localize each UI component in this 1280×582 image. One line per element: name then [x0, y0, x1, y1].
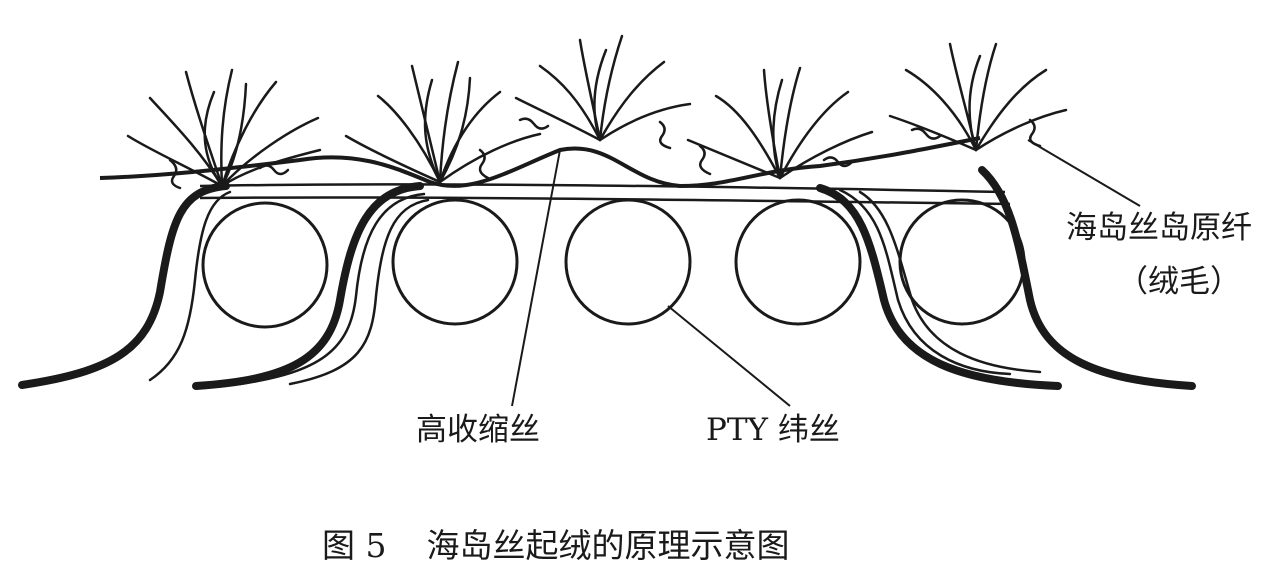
- tuft-5: [888, 42, 1068, 152]
- warp-strand-right-thin1: [838, 188, 1012, 376]
- tuft-4: [686, 66, 874, 180]
- weft-yarn-2: [391, 198, 519, 326]
- warp-strand-mid-thin1: [238, 192, 426, 386]
- weft-yarn-1: [201, 201, 329, 329]
- tuft-2: [344, 60, 542, 184]
- shrink-yarn-line-2: [199, 196, 1011, 206]
- warp-strand-left-thick: [18, 182, 230, 389]
- fuzz-tufts: [126, 34, 1068, 190]
- leader-island-fiber: [1027, 139, 1141, 207]
- warp-strand-right-thin2: [858, 190, 1042, 374]
- figure-caption: 图 5 海岛丝起绒的原理示意图: [322, 526, 790, 566]
- leader-lines: [511, 139, 1141, 407]
- warp-strand-left-thin1: [148, 190, 232, 382]
- weft-yarn-5: [898, 198, 1026, 326]
- warp-strand-mid-thin2: [288, 198, 430, 386]
- tuft-1: [126, 68, 322, 190]
- warp-strand-right-thick1: [816, 184, 1062, 390]
- label-island-fiber: 海岛丝岛原纤: [1066, 210, 1252, 246]
- leader-pty-weft: [667, 305, 791, 407]
- warp-strands: [18, 166, 1196, 390]
- shrink-yarn-line-1: [199, 183, 1006, 194]
- figure-number: 图 5: [322, 526, 387, 565]
- figure-title: 海岛丝起绒的原理示意图: [426, 526, 790, 565]
- weft-yarn-3: [564, 198, 692, 326]
- warp-strand-mid-thick: [192, 182, 424, 390]
- tuft-3: [514, 34, 692, 150]
- weft-yarn-4: [734, 198, 862, 326]
- leader-high-shrink: [511, 149, 561, 407]
- warp-strand-right-thin3: [998, 194, 1034, 302]
- label-high-shrink-yarn: 高收缩丝: [416, 412, 540, 448]
- label-island-fiber-note: （绒毛）: [1117, 264, 1241, 300]
- label-pty-weft: PTY 纬丝: [706, 412, 840, 448]
